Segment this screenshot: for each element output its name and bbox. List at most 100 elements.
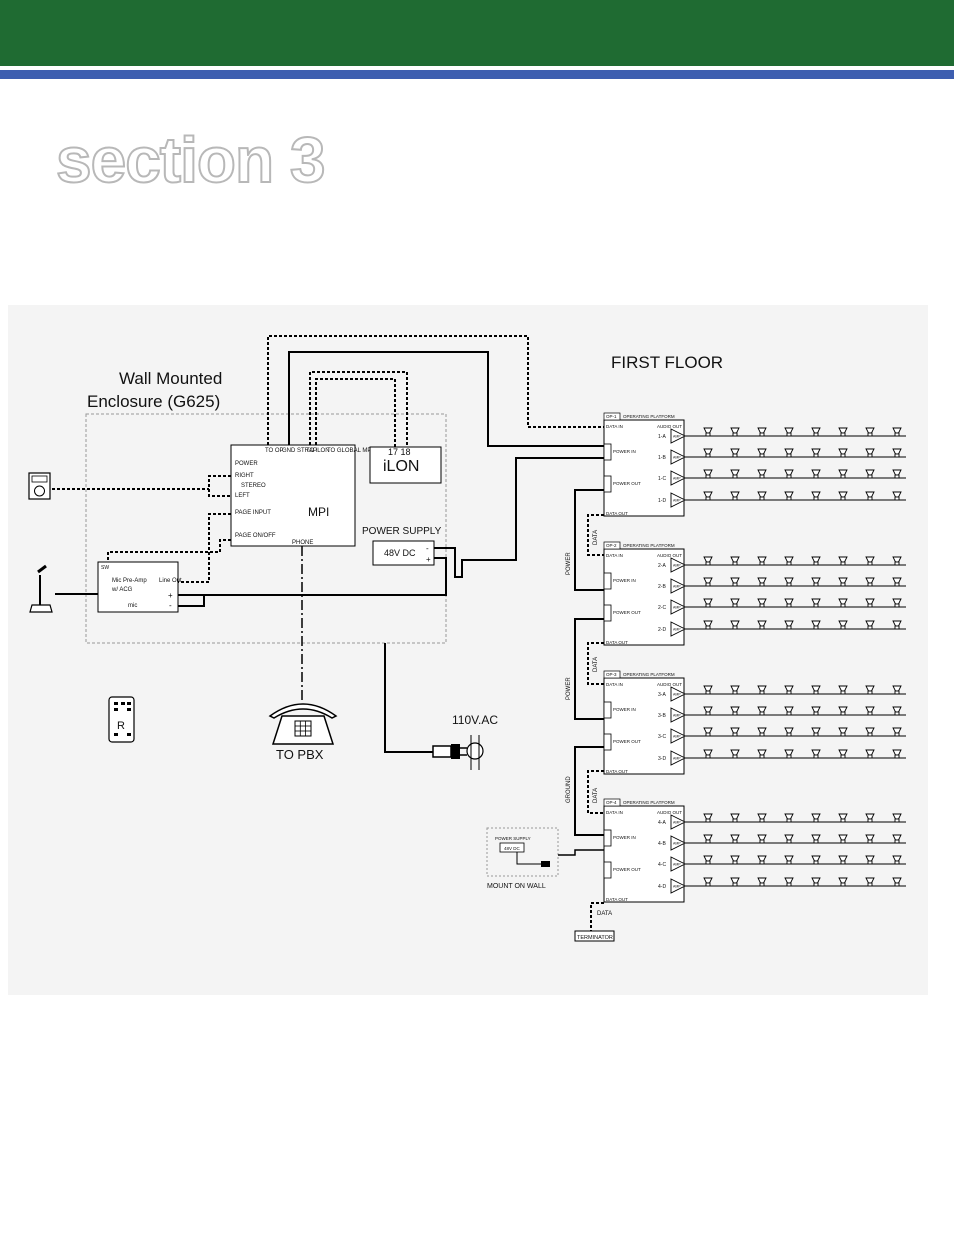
- speaker-icon: [811, 427, 821, 437]
- amp-label: AMP: [673, 435, 681, 439]
- speaker-icon: [838, 577, 848, 587]
- enclosure-outline: [85, 413, 447, 644]
- speaker-icon: [784, 855, 794, 865]
- mpi-box: [230, 444, 356, 547]
- platform-data-out: DATA OUT: [606, 511, 628, 516]
- platform-title: OPERATING PLATFORM: [623, 800, 675, 805]
- zone-label: 2-C: [658, 605, 666, 611]
- speaker-icon: [838, 706, 848, 716]
- speaker-icon: [892, 491, 902, 501]
- speaker-icon: [784, 491, 794, 501]
- speaker-icon: [865, 620, 875, 630]
- zone-label: 4-D: [658, 884, 666, 890]
- platform-power-out-connector: [603, 604, 612, 622]
- wall-control-icon: [28, 472, 51, 500]
- speaker-icon: [784, 469, 794, 479]
- platform-power-out: POWER OUT: [613, 739, 641, 744]
- power-supply-label: POWER SUPPLY: [362, 526, 442, 537]
- speaker-icon: [838, 855, 848, 865]
- speaker-icon: [784, 448, 794, 458]
- speaker-icon: [865, 598, 875, 608]
- speaker-icon: [730, 598, 740, 608]
- speaker-icon: [757, 855, 767, 865]
- speaker-icon: [811, 834, 821, 844]
- speaker-icon: [730, 427, 740, 437]
- speaker-icon: [703, 749, 713, 759]
- speaker-icon: [730, 813, 740, 823]
- speaker-icon: [838, 491, 848, 501]
- amp-icon: [670, 470, 687, 486]
- speaker-icon: [865, 749, 875, 759]
- speaker-icon: [703, 491, 713, 501]
- speaker-icon: [811, 491, 821, 501]
- wall-power-supply-label: POWER SUPPLY: [495, 836, 531, 841]
- mpi-port-to-ilon: TO iLON: [306, 448, 330, 454]
- amp-icon: [670, 428, 687, 444]
- speaker-icon: [703, 427, 713, 437]
- preamp-minus: -: [169, 601, 172, 610]
- section-title: section 3: [55, 124, 326, 196]
- platform-tag-box: [603, 670, 621, 679]
- speaker-icon: [838, 685, 848, 695]
- speaker-icon: [892, 577, 902, 587]
- speaker-icon: [892, 448, 902, 458]
- zone-label: 3-A: [658, 692, 666, 698]
- speaker-icon: [892, 685, 902, 695]
- zone-label: 4-C: [658, 862, 666, 868]
- speaker-icon: [757, 448, 767, 458]
- speaker-icon: [811, 469, 821, 479]
- amp-icon: [670, 707, 687, 723]
- platform-power-out: POWER OUT: [613, 481, 641, 486]
- platform-data-out: DATA OUT: [606, 897, 628, 902]
- amp-label: AMP: [673, 735, 681, 739]
- zone-label: 2-D: [658, 627, 666, 633]
- preamp-plus: +: [168, 591, 173, 600]
- speaker-icon: [784, 813, 794, 823]
- ilon-ports: 17 18: [388, 447, 411, 457]
- mpi-port-power: POWER: [235, 461, 258, 467]
- speaker-icon: [757, 556, 767, 566]
- preamp-box: [97, 561, 179, 613]
- power-supply-plus: +: [426, 555, 431, 564]
- wire-label-ground: GROUND: [566, 776, 572, 803]
- platform-audio-out: AUDIO OUT: [657, 553, 682, 558]
- platform-data-links: [587, 514, 604, 931]
- platform-tag-box: [603, 541, 621, 550]
- amp-icon: [670, 856, 687, 872]
- amp-icon: [670, 835, 687, 851]
- speaker-icon: [865, 855, 875, 865]
- preamp-mic: mic: [128, 603, 137, 609]
- platform-data-in: DATA IN: [606, 553, 623, 558]
- power-supply-voltage: 48V DC: [384, 548, 416, 558]
- zone-label: 1-A: [658, 434, 666, 440]
- speaker-icon: [865, 427, 875, 437]
- speaker-icon: [838, 834, 848, 844]
- zone-label: 3-B: [658, 713, 666, 719]
- speaker-icon: [811, 727, 821, 737]
- amp-label: AMP: [673, 499, 681, 503]
- platform-data-out: DATA OUT: [606, 640, 628, 645]
- speaker-icon: [838, 448, 848, 458]
- speaker-icon: [865, 813, 875, 823]
- speaker-icon: [730, 749, 740, 759]
- speaker-icon: [757, 427, 767, 437]
- speaker-icon: [892, 706, 902, 716]
- speaker-icon: [757, 727, 767, 737]
- power-supply-minus: -: [426, 544, 429, 553]
- amp-icon: [670, 621, 687, 637]
- platform-power-in: POWER IN: [613, 449, 636, 454]
- zone-label: 1-C: [658, 476, 666, 482]
- mpi-port-right: RIGHT: [235, 473, 254, 479]
- zone-label: 4-A: [658, 820, 666, 826]
- speaker-icon: [784, 598, 794, 608]
- platform-title: OPERATING PLATFORM: [623, 672, 675, 677]
- amp-label: AMP: [673, 693, 681, 697]
- ilon-box: [369, 446, 442, 484]
- amp-label: AMP: [673, 757, 681, 761]
- platform-title: OPERATING PLATFORM: [623, 414, 675, 419]
- amp-label: AMP: [673, 477, 681, 481]
- speaker-icon: [784, 685, 794, 695]
- mpi-label-stereo: STEREO: [241, 483, 266, 489]
- platform-data-out: DATA OUT: [606, 769, 628, 774]
- telephone-icon: [268, 703, 338, 745]
